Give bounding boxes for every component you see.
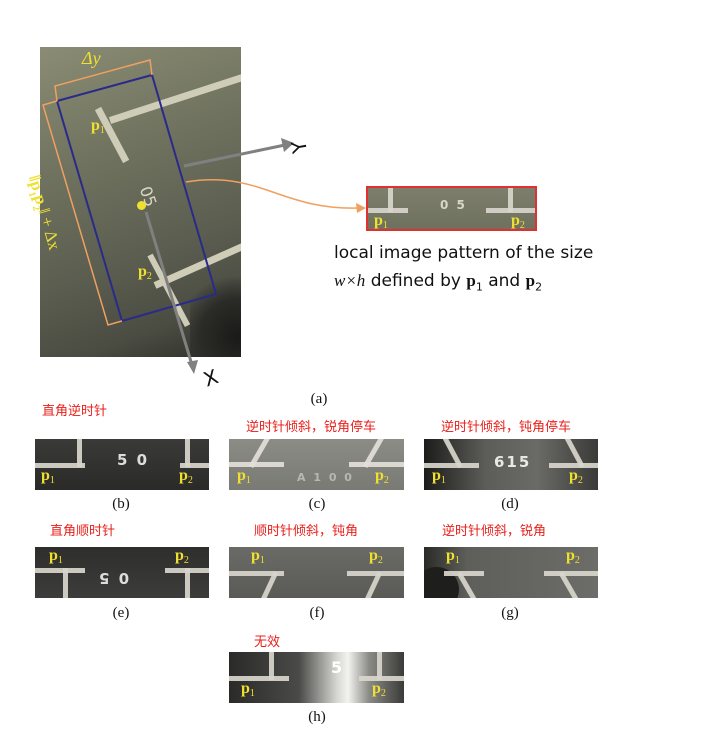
stencil-number: 5 — [331, 658, 345, 677]
stencil-number: 615 — [494, 453, 532, 471]
line-mark — [508, 188, 513, 212]
line-mark — [549, 463, 598, 468]
p2-label: p2 — [369, 547, 383, 566]
p2-label: p2 — [569, 467, 583, 486]
line-mark — [544, 571, 598, 576]
annotation-e: 直角顺时针 — [50, 524, 116, 539]
length-bracket — [42, 100, 123, 326]
line-mark — [229, 571, 284, 576]
caption-b: (b) — [112, 496, 130, 512]
line-mark — [35, 568, 85, 573]
line-mark — [180, 463, 209, 468]
panel-a-overlay — [42, 59, 366, 374]
strip-b: 5 0 p1 p2 — [35, 439, 209, 490]
axis-y-arrowhead — [281, 138, 294, 152]
connector-curve — [185, 179, 359, 209]
strip-e: 0 5 p1 p2 — [35, 547, 209, 598]
axis-x-line — [144, 211, 194, 366]
strip-f: p1 p2 — [229, 547, 404, 598]
line-mark — [35, 463, 85, 468]
p2-label: p2 — [375, 467, 389, 486]
p1-label: p1 — [251, 547, 265, 566]
panel-a-photo: 05 — [40, 47, 241, 357]
caption-d: (d) — [501, 496, 519, 512]
line-mark — [349, 462, 404, 467]
p1-label: p1 — [41, 467, 55, 486]
line-mark — [229, 462, 284, 467]
stencil-number: 0 5 — [97, 569, 130, 587]
caption-g: (g) — [501, 605, 519, 621]
line-mark — [388, 188, 393, 212]
annotation-g: 逆时针倾斜，锐角 — [442, 524, 547, 539]
line-mark — [377, 652, 382, 680]
p1-label: p1 — [374, 212, 388, 231]
annotation-c: 逆时针倾斜，锐角停车 — [246, 420, 377, 435]
line-mark — [77, 439, 82, 467]
p1-label: p1 — [49, 547, 63, 566]
pattern-description-line2: w×h defined by p1 and p2 — [334, 271, 543, 294]
pattern-box — [55, 73, 218, 323]
connector-arrowhead — [356, 203, 366, 213]
caption-c: (c) — [308, 496, 326, 512]
annotation-h: 无效 — [254, 635, 281, 650]
annotation-b: 直角逆时针 — [42, 404, 108, 419]
line-mark — [444, 571, 484, 576]
stencil-number: A 1 0 0 — [297, 471, 354, 484]
stencil-number: 5 0 — [117, 451, 150, 469]
axis-y-line — [183, 143, 286, 168]
caption-e: (e) — [112, 605, 130, 621]
p1-label: p1 — [237, 467, 251, 486]
strip-c: A 1 0 0 p1 p2 — [229, 439, 404, 490]
caption-a: (a) — [310, 391, 328, 407]
axis-x-arrowhead — [187, 360, 198, 374]
center-point — [137, 201, 146, 210]
p2-label: p2 — [175, 547, 189, 566]
pattern-description-line1: local image pattern of the size — [334, 243, 594, 263]
p2-label: p2 — [138, 263, 152, 282]
line-mark — [185, 439, 190, 467]
caption-h: (h) — [308, 709, 326, 725]
caption-f: (f) — [309, 605, 325, 621]
p2-label: p2 — [372, 680, 386, 699]
p1-label: p1 — [432, 467, 446, 486]
delta-y-bracket — [54, 59, 153, 102]
p1-label: p1 — [91, 117, 105, 136]
line-mark — [269, 652, 274, 680]
line-mark — [63, 568, 68, 598]
line-mark — [424, 463, 479, 468]
strip-d: 615 p1 p2 — [424, 439, 598, 490]
inset-number: 0 5 — [440, 198, 467, 212]
p2-label: p2 — [566, 547, 580, 566]
delta-y-label: Δy — [82, 48, 101, 68]
line-mark — [185, 568, 190, 598]
annotation-f: 顺时针倾斜，钝角 — [254, 524, 359, 539]
inset-pattern: 0 5 p1 p2 — [366, 186, 537, 231]
line-mark — [229, 676, 289, 681]
p1-label: p1 — [446, 547, 460, 566]
p2-label: p2 — [179, 467, 193, 486]
p2-label: p2 — [511, 212, 525, 231]
strip-g: p1 p2 — [424, 547, 598, 598]
p1-label: p1 — [241, 680, 255, 699]
annotation-d: 逆时针倾斜，钝角停车 — [441, 420, 572, 435]
strip-h: 5 p1 p2 — [229, 652, 404, 703]
